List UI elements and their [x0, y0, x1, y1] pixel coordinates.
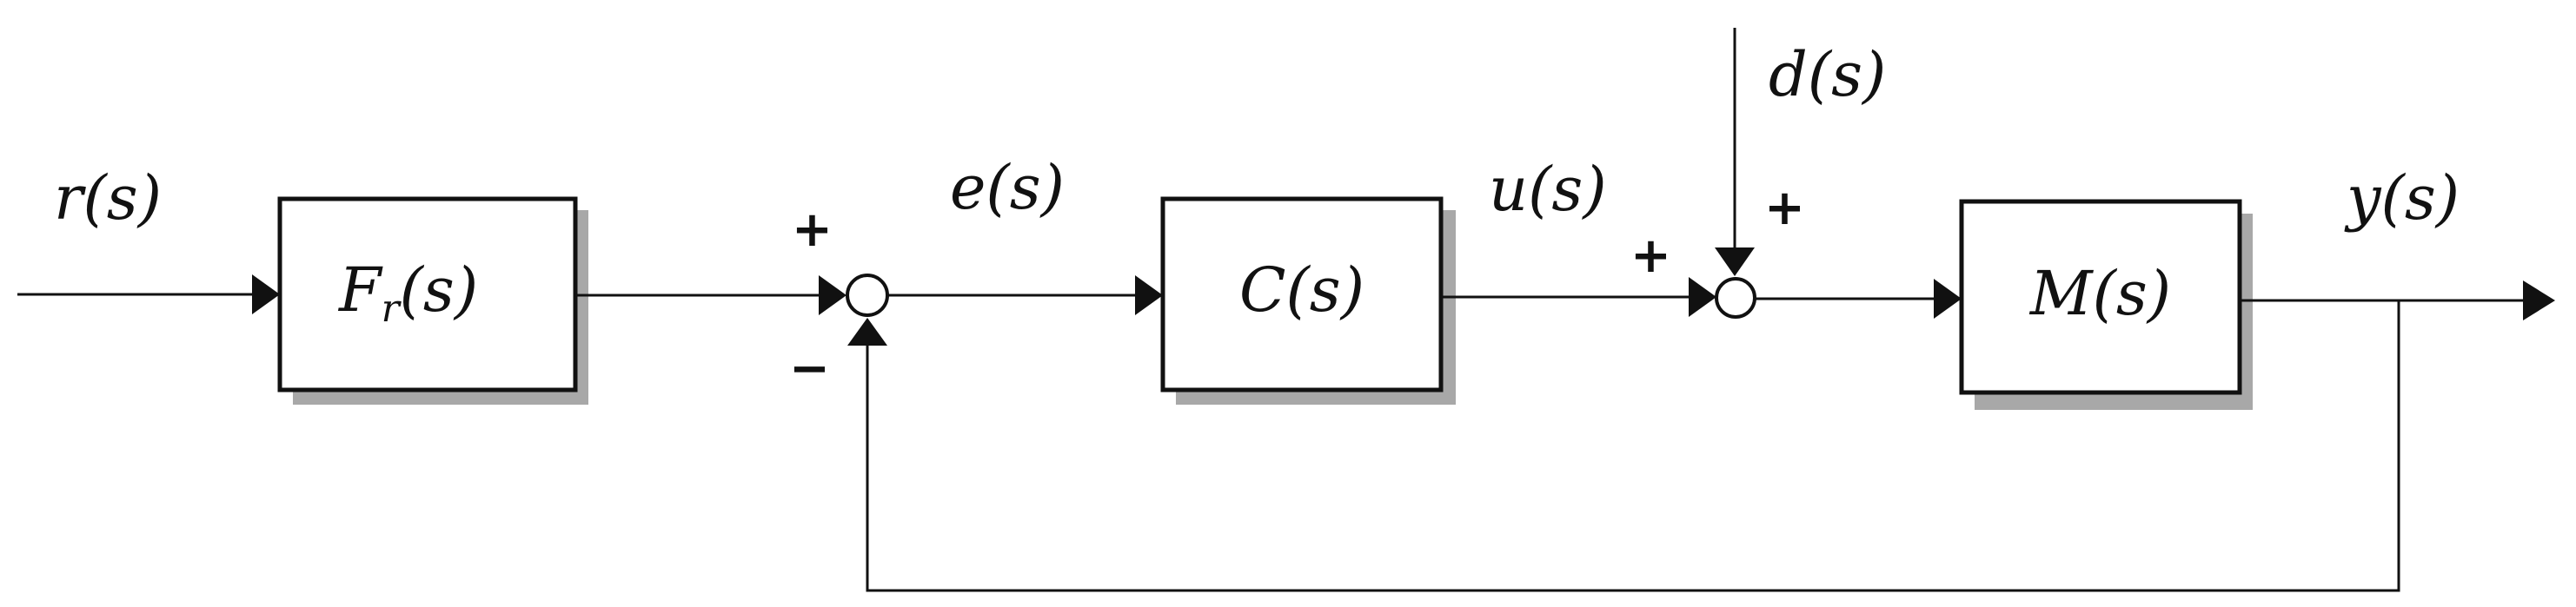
sum1-input-arrowhead [819, 275, 846, 315]
plant-label: M(s) [2028, 258, 2171, 329]
plant-block: M(s) [1959, 199, 2253, 410]
controller-box [1160, 196, 1444, 393]
controller-block: C(s) [1160, 196, 1456, 405]
signal-r-label: r(s) [54, 162, 162, 234]
sum2-control-plus-sign: + [1630, 228, 1671, 284]
sum-junction-1 [846, 274, 889, 317]
disturbance-arrowhead [1715, 247, 1755, 276]
feedback-arrowhead [847, 318, 887, 346]
feedback-wire [866, 300, 2400, 592]
prefilter-block: Fr(s) [277, 196, 588, 405]
signal-d-label: d(s) [1769, 39, 1886, 110]
sum1-minus-sign: − [789, 340, 830, 397]
plant-box [1959, 199, 2242, 395]
signal-u-label: u(s) [1489, 154, 1607, 225]
controller-input-arrowhead [1135, 275, 1163, 315]
controller-label: C(s) [1239, 254, 1364, 326]
prefilter-box [277, 196, 578, 393]
signal-e-label: e(s) [950, 152, 1065, 223]
signal-y-label: y(s) [2344, 162, 2460, 234]
sum2-disturbance-plus-sign: + [1764, 180, 1805, 236]
prefilter-label: Fr(s) [337, 254, 478, 331]
sum-junction-2 [1715, 277, 1756, 319]
plant-input-arrowhead [1934, 279, 1962, 319]
output-arrowhead [2523, 280, 2555, 320]
sum2-input-arrowhead [1689, 277, 1716, 317]
sum1-plus-sign: + [792, 201, 833, 258]
input-arrowhead [252, 274, 280, 314]
